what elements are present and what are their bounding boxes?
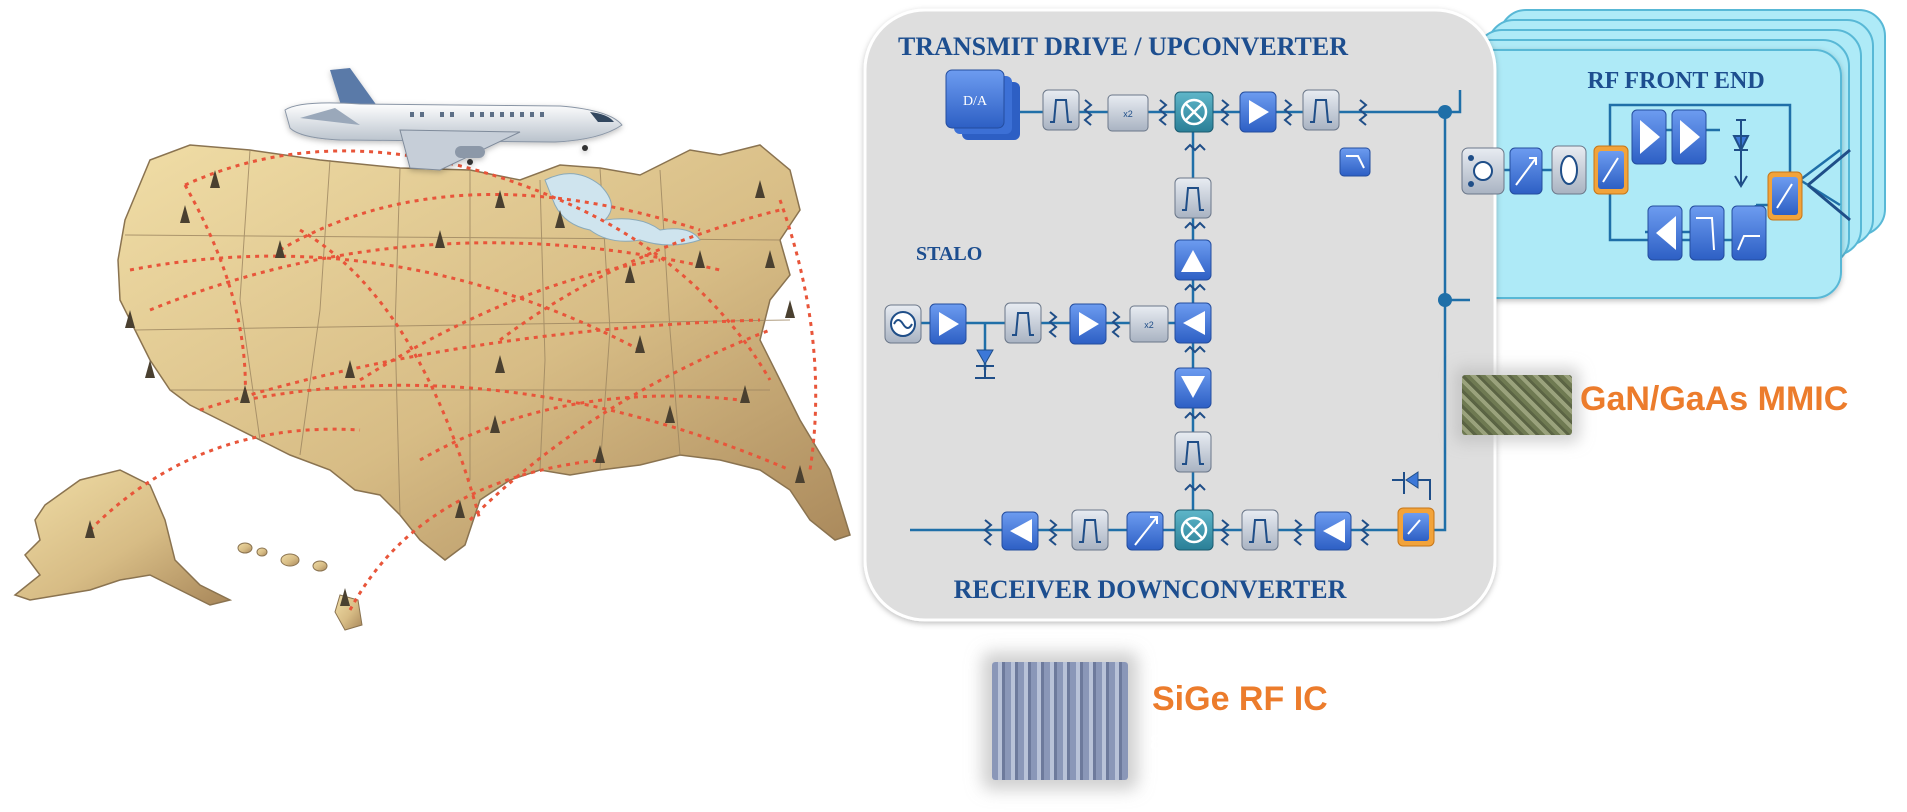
attenuator-icon [1111, 311, 1121, 338]
transmit-drive-title: TRANSMIT DRIVE / UPCONVERTER [898, 32, 1348, 61]
usa-mainland-shape [117, 144, 851, 561]
amplifier-icon [1631, 109, 1667, 165]
sige-ic-die-image [992, 662, 1128, 780]
mixer-icon [1174, 509, 1214, 551]
dac-block: D/A [945, 69, 1020, 140]
attenuator-icon [1184, 221, 1206, 230]
stalo-title: STALO [916, 243, 982, 265]
attenuator-icon [1220, 519, 1230, 546]
amplifier-left-icon [1647, 205, 1683, 261]
filter-icon [1174, 177, 1212, 219]
variable-attenuator-icon [1509, 147, 1543, 195]
flight-routes [88, 149, 818, 611]
attenuator-icon [1184, 411, 1206, 420]
antenna-icon [1807, 148, 1851, 222]
attenuator-icon [1220, 99, 1230, 126]
attenuator-icon [1048, 311, 1058, 338]
gan-mmic-die-image [1462, 375, 1572, 435]
filter-icon [1241, 509, 1279, 551]
varactor-diode-icon [975, 349, 995, 379]
amplifier-icon [1239, 91, 1277, 133]
attenuator-icon [1184, 283, 1206, 292]
hawaii-islands [237, 542, 363, 631]
dac-label: D/A [963, 94, 988, 109]
filter-icon [1042, 89, 1080, 131]
multiplier-block: x2 [1129, 305, 1169, 343]
attenuator-icon [983, 519, 993, 546]
circulator-icon [1461, 147, 1505, 195]
oscillator-icon [884, 304, 922, 344]
amplifier-left-icon [1001, 511, 1039, 551]
multiplier-label-1: x2 [1123, 109, 1133, 119]
usa-map [13, 144, 851, 631]
gan-mmic-label: GaN/GaAs MMIC [1580, 380, 1849, 418]
sige-ic-label: SiGe RF IC [1152, 680, 1328, 718]
attenuator-icon [1184, 345, 1206, 354]
multiplier-block: x2 [1107, 94, 1149, 132]
attenuator-icon [1293, 519, 1303, 546]
attenuator-icon [1083, 99, 1093, 126]
lowpass-filter-icon [1339, 147, 1371, 177]
amplifier-icon [1671, 109, 1707, 165]
switch-icon [1397, 507, 1435, 547]
switch-icon [1767, 171, 1803, 221]
amplifier-left-icon [1174, 302, 1212, 344]
filter-icon [1004, 302, 1042, 344]
attenuator-icon [1358, 99, 1368, 126]
amplifier-up-icon [1174, 239, 1212, 281]
attenuator-icon [1184, 143, 1206, 152]
bandpass-filter-icon [1689, 205, 1725, 261]
multiplier-label-2: x2 [1144, 320, 1154, 330]
filter-icon [1174, 431, 1212, 473]
amplifier-icon [1069, 303, 1107, 345]
radar-tower-icons [85, 170, 805, 606]
amplifier-down-icon [1174, 367, 1212, 409]
limiter-diode-icon [1392, 471, 1431, 500]
rf-front-end-title: RF FRONT END [1587, 68, 1764, 94]
airplane-icon [284, 68, 623, 171]
page-number: 8 [1150, 730, 1163, 755]
attenuator-icon [1184, 483, 1206, 492]
attenuator-icon [1283, 99, 1293, 126]
receiver-downconverter-title: RECEIVER DOWNCONVERTER [954, 575, 1347, 604]
filter-icon [1071, 509, 1109, 551]
attenuator-icon [1158, 99, 1168, 126]
limiter-diode-icon [1732, 119, 1750, 188]
filter-icon [1302, 89, 1340, 131]
switch-icon [1593, 145, 1629, 195]
attenuator-icon [1360, 519, 1370, 546]
alaska-shape [13, 469, 233, 606]
amplifier-left-icon [1314, 511, 1352, 551]
great-lakes [544, 173, 701, 246]
phase-shifter-icon [1551, 145, 1587, 195]
amplifier-icon [929, 303, 967, 345]
highpass-filter-icon [1731, 205, 1767, 261]
attenuator-icon [1048, 519, 1058, 546]
mixer-icon [1174, 91, 1214, 133]
variable-attenuator-icon [1126, 511, 1164, 551]
